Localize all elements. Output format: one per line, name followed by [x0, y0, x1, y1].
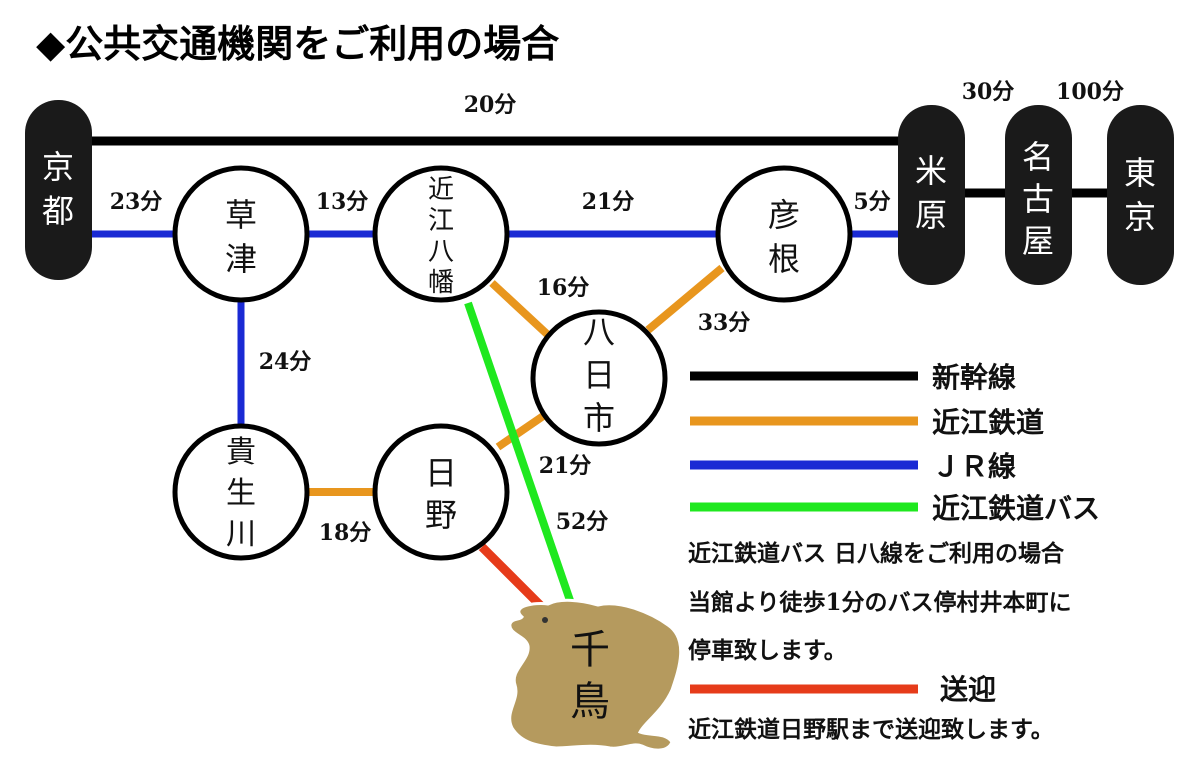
- legend-ohmi-bus: 近江鉄道バス: [932, 492, 1100, 525]
- station-omihachiman-label-2: 江: [428, 206, 454, 236]
- time-kibukawa-hino: 18分: [319, 520, 372, 546]
- station-hikone-label-1: 彦: [768, 196, 800, 234]
- terminal-kyoto-label-2: 都: [42, 192, 74, 230]
- station-kibukawa: [172, 423, 310, 561]
- terminal-nagoya: [1005, 105, 1072, 285]
- terminal-tokyo: [1107, 105, 1174, 285]
- time-bus: 52分: [556, 509, 609, 535]
- terminal-tokyo-label-1: 東: [1124, 154, 1156, 192]
- note-bus-line-1: 近江鉄道バス 日八線をご利用の場合: [688, 540, 1065, 567]
- note-bus-line-2: 当館より徒歩1分のバス停村井本町に: [688, 589, 1072, 616]
- legend-jr-line: ＪＲ線: [932, 450, 1016, 483]
- terminal-kyoto-label-1: 京: [42, 148, 74, 186]
- terminal-nagoya-label-1: 名: [1022, 138, 1054, 176]
- time-hikone-yokaichi: 33分: [698, 310, 751, 336]
- terminal-tokyo-label-2: 京: [1124, 198, 1156, 236]
- ohmi-railway-omihachiman-yokaichi: [489, 280, 551, 338]
- time-omihachiman-hikone: 21分: [582, 189, 635, 215]
- station-hikone: [715, 165, 853, 303]
- station-yokaichi-label-1: 八: [583, 313, 615, 351]
- station-kibukawa-label-2: 生: [226, 476, 256, 511]
- station-kusatsu: [172, 165, 310, 303]
- station-yokaichi-label-2: 日: [583, 356, 615, 394]
- time-kusatsu-kibukawa: 24分: [259, 349, 312, 375]
- station-hino-label-1: 日: [425, 454, 457, 492]
- terminal-maibara-label-2: 原: [915, 196, 947, 234]
- station-hino-label-2: 野: [425, 496, 457, 534]
- time-kyoto-kusatsu: 23分: [110, 189, 163, 215]
- bird-eye-dot: [542, 617, 548, 623]
- time-maibara-nagoya: 30分: [962, 79, 1015, 105]
- destination-label-2: 鳥: [570, 679, 610, 725]
- station-kibukawa-label-1: 貴: [226, 435, 256, 470]
- station-kusatsu-label-1: 草: [225, 196, 257, 234]
- pickup-line: [478, 543, 549, 614]
- time-kyoto-maibara: 20分: [464, 92, 517, 118]
- ohmi-bus-line: [464, 301, 579, 617]
- station-omihachiman-label-3: 八: [428, 237, 454, 267]
- station-kusatsu-label-2: 津: [225, 240, 257, 278]
- note-pickup-line-1: 近江鉄道日野駅まで送迎致します。: [688, 716, 1054, 743]
- ohmi-railway-hikone-yokaichi: [645, 264, 725, 334]
- terminal-kyoto: [25, 100, 92, 280]
- legend-pickup: 送迎: [940, 673, 996, 706]
- terminal-nagoya-label-3: 屋: [1022, 222, 1054, 260]
- note-bus-line-3: 停車致します。: [688, 637, 847, 664]
- terminal-maibara: [898, 105, 965, 285]
- terminal-nagoya-label-2: 古: [1022, 180, 1054, 218]
- station-hikone-label-2: 根: [768, 240, 800, 278]
- time-omihachiman-yokaichi: 16分: [537, 275, 590, 301]
- legend-shinkansen: 新幹線: [932, 361, 1016, 394]
- station-omihachiman: [372, 165, 510, 303]
- station-omihachiman-label-4: 幡: [428, 268, 454, 298]
- station-kibukawa-label-3: 川: [226, 517, 256, 552]
- time-nagoya-tokyo: 100分: [1056, 79, 1124, 105]
- station-hino: [372, 423, 510, 561]
- destination-shape: [508, 598, 683, 752]
- station-yokaichi-label-3: 市: [583, 399, 615, 437]
- terminal-maibara-label-1: 米: [915, 152, 947, 190]
- time-hikone-maibara: 5分: [853, 189, 890, 215]
- destination-label-1: 千: [570, 627, 610, 673]
- time-hino-yokaichi: 21分: [539, 453, 592, 479]
- time-kusatsu-omihachiman: 13分: [316, 189, 369, 215]
- legend-ohmi-railway: 近江鉄道: [932, 406, 1044, 439]
- station-yokaichi: [530, 309, 668, 447]
- station-omihachiman-label-1: 近: [428, 175, 454, 205]
- page-title: ◆公共交通機関をご利用の場合: [36, 21, 559, 66]
